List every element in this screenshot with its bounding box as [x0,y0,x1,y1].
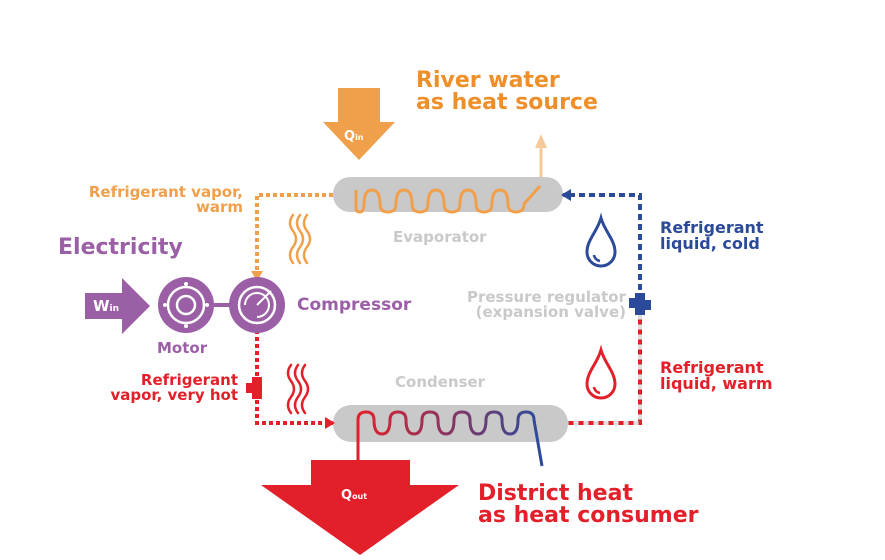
pressure-regulator-label: Pressure regulator (expansion valve) [436,290,626,320]
river-water-line2: as heat source [416,90,598,115]
refrigerant-liquid-warm-label: Refrigerant liquid, warm [660,360,773,392]
q-out-arrow [261,460,459,555]
q-in-label: Qin [344,130,364,143]
vapor-warm-line [255,193,333,275]
q-in-arrow [323,88,395,160]
heat-waves-red-icon [286,363,310,415]
droplet-warm-icon [585,344,617,400]
pressure-regulator-line1: Pressure regulator [466,288,626,306]
district-heat-line2: as heat consumer [478,503,699,528]
q-out-subscript: out [352,492,368,501]
refrigerant-vapor-warm-line1: Refrigerant vapor, [88,183,243,201]
w-in-label: Win [93,299,119,314]
heat-waves-orange-icon [288,213,312,265]
district-heat-line1: District heat [478,481,633,506]
river-water-label: River water as heat source [416,70,598,114]
q-in-subscript: in [355,133,364,142]
q-out-symbol: Q [341,488,353,503]
compressor-icon [229,277,285,333]
liquid-cold-line [563,193,642,290]
condenser-label: Condenser [395,373,486,391]
refrigerant-vapor-hot-label: Refrigerant vapor, very hot [88,373,238,403]
evaporator [333,177,563,214]
evaporator-label: Evaporator [393,228,487,246]
district-heat-label: District heat as heat consumer [478,483,698,527]
refrigerant-liquid-warm-line1: Refrigerant [660,358,764,377]
refrigerant-liquid-cold-line1: Refrigerant [660,218,764,237]
condenser [333,405,568,467]
refrigerant-liquid-warm-line2: liquid, warm [660,374,773,393]
refrigerant-vapor-hot-line1: Refrigerant [140,371,238,389]
motor-icon [158,277,214,333]
w-in-symbol: W [93,297,110,315]
q-in-symbol: Q [344,129,356,144]
hot-vapor-valve-icon [246,377,262,399]
electricity-label: Electricity [58,235,183,260]
w-in-arrow [85,278,150,334]
river-water-line1: River water [416,68,560,93]
refrigerant-liquid-cold-label: Refrigerant liquid, cold [660,220,764,252]
motor-label: Motor [157,339,208,357]
compressor-label: Compressor [297,295,412,315]
q-out-label: Qout [341,489,367,502]
vapor-hot-line [255,330,333,425]
liquid-warm-line [568,315,642,425]
expansion-valve-icon [629,293,651,315]
pressure-regulator-line2: (expansion valve) [475,303,626,321]
droplet-cold-icon [585,212,617,268]
refrigerant-liquid-cold-line2: liquid, cold [660,234,760,253]
refrigerant-vapor-warm-label: Refrigerant vapor, warm [58,185,243,215]
w-in-subscript: in [109,304,120,314]
refrigerant-vapor-hot-line2: vapor, very hot [110,386,238,404]
refrigerant-vapor-warm-line2: warm [195,198,243,216]
